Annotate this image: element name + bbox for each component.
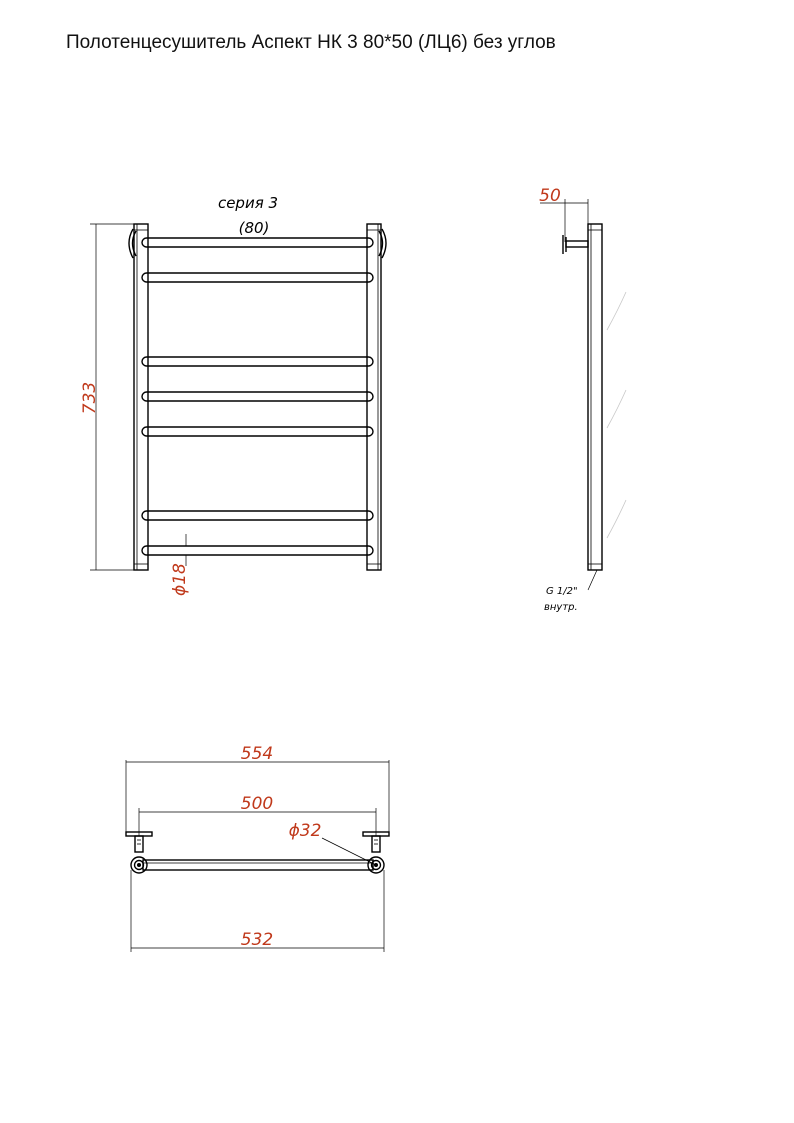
center-distance-dimension: 500 (241, 794, 273, 814)
bar-1 (141, 237, 374, 248)
series-sub-label: (80) (239, 219, 270, 237)
bar-5 (141, 426, 374, 437)
top-bar (142, 859, 374, 871)
side-view: 50 G 1/2" внутр. (539, 186, 627, 613)
wall-mount-right (378, 228, 387, 259)
left-collector (133, 223, 149, 571)
thread-label: G 1/2" (546, 586, 578, 597)
series-label: серия 3 (218, 194, 278, 212)
bar-2 (141, 272, 374, 283)
right-collector (366, 223, 382, 571)
top-mount-left (125, 831, 153, 874)
side-collector (587, 223, 603, 571)
bar-6 (141, 510, 374, 521)
bar-7 (141, 545, 374, 556)
bar-4 (141, 391, 374, 402)
overall-width-dimension: 554 (241, 744, 273, 764)
depth-dimension: 50 (539, 186, 561, 206)
front-view: 733 сери (80, 194, 387, 596)
bar-3 (141, 356, 374, 367)
wall-bracket (562, 235, 589, 254)
pipe-diameter-dimension: ϕ32 (289, 821, 322, 841)
inner-width-dimension: 532 (241, 930, 273, 950)
top-mount-right (362, 831, 390, 874)
thread-sub-label: внутр. (544, 602, 578, 613)
top-view: 554 500 (125, 744, 390, 952)
height-dimension: 733 (80, 382, 100, 414)
page-title: Полотенцесушитель Аспект НК 3 80*50 (ЛЦ6… (66, 32, 556, 53)
bar-diameter-dimension: ϕ18 (170, 563, 190, 596)
wall-mount-left (128, 228, 137, 259)
